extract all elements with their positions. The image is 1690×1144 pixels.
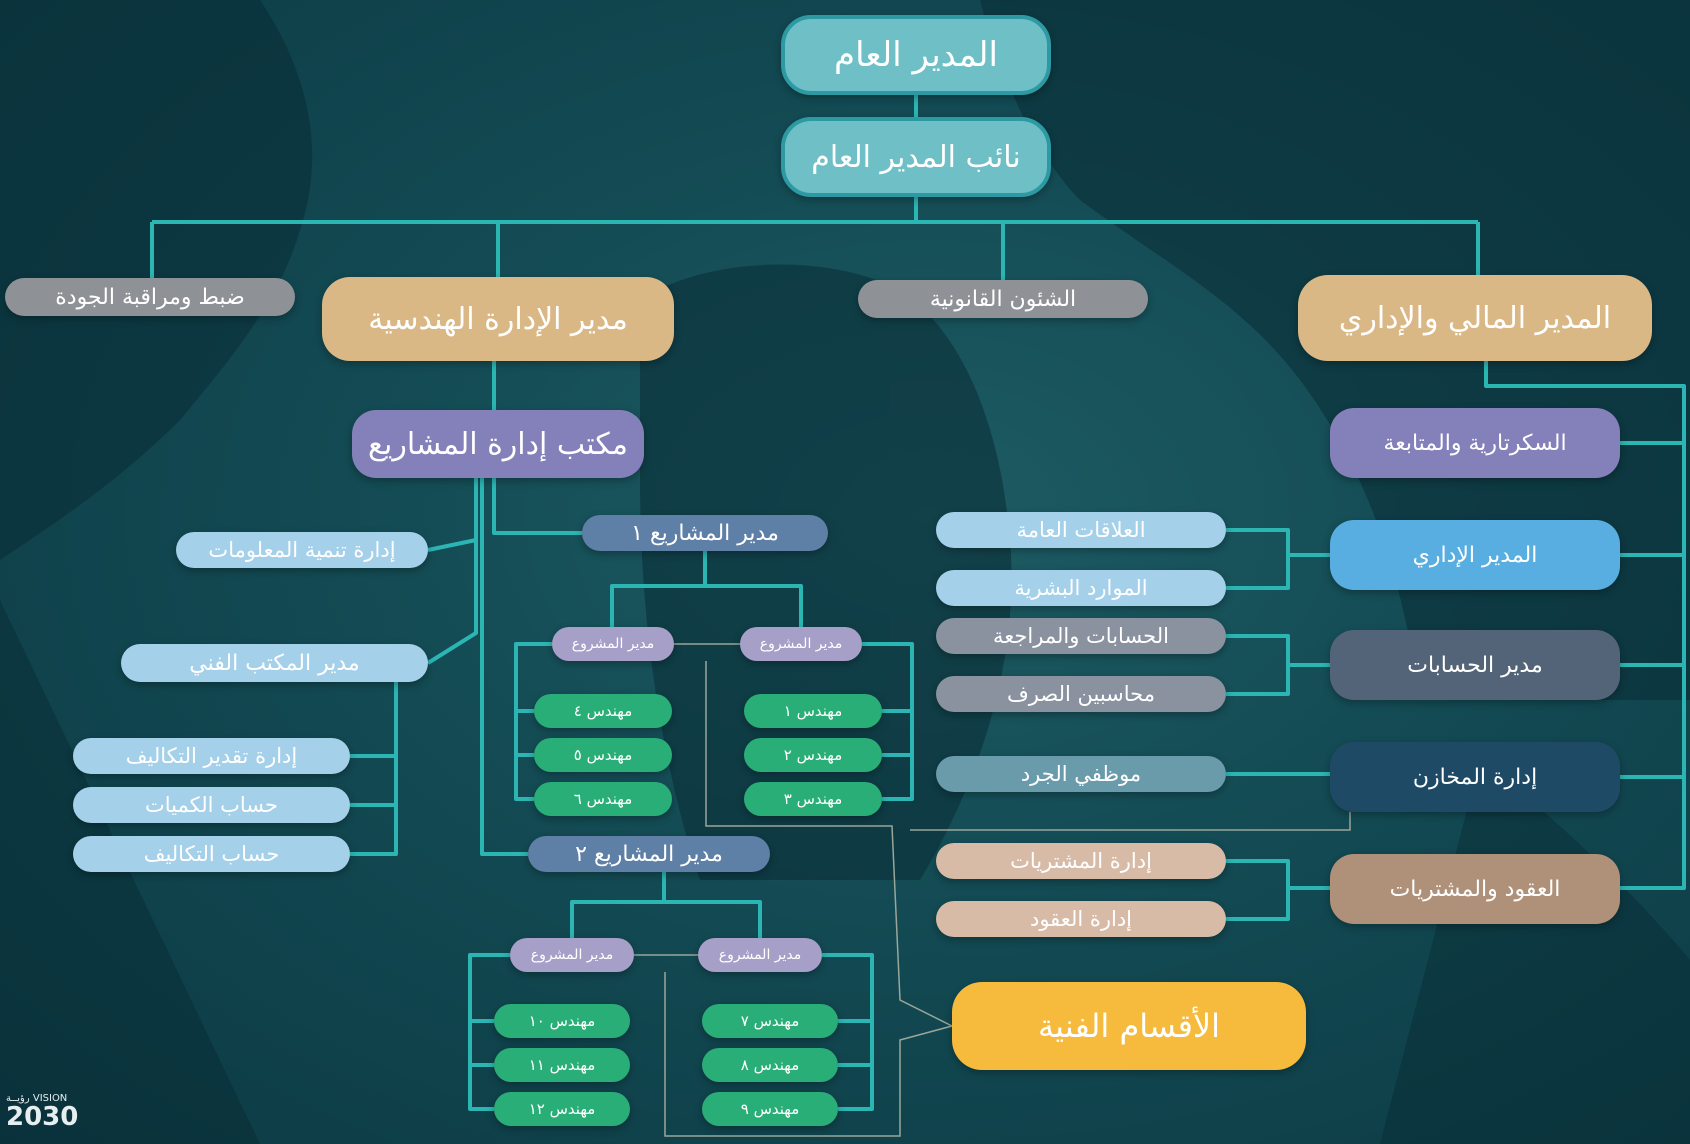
project-manager-box: مدير المشروع [740,627,862,661]
connector-line [468,953,510,1111]
connector-line [492,478,582,535]
engineer-6-box: مهندس ٦ [534,782,672,816]
contracts-management-box: إدارة العقود [936,901,1226,937]
contracts-purchasing-box: العقود والمشتريات [1330,854,1620,924]
human-resources-box: الموارد البشرية [936,570,1226,606]
engineer-11-box: مهندس ١١ [494,1048,630,1082]
project-manager-box: مدير المشروع [552,627,674,661]
connector-line [426,478,478,665]
connector-line [1226,634,1290,696]
deputy-general-manager-box: نائب المدير العام [781,117,1051,197]
engineering-manager-box: مدير الإدارة الهندسية [322,277,674,361]
connector-line [570,872,666,938]
quantity-calc-box: حساب الكميات [73,787,350,823]
engineer-4-box: مهندس ٤ [534,694,672,728]
finance-admin-manager-box: المدير المالي والإداري [1298,275,1652,361]
connector-line [1226,859,1290,921]
engineer-10-box: مهندس ١٠ [494,1004,630,1038]
inventory-staff-box: موظفي الجرد [936,756,1226,792]
technical-departments-box: الأقسام الفنية [952,982,1306,1070]
purchasing-management-box: إدارة المشتريات [936,843,1226,879]
project-manager-box: مدير المشروع [698,938,822,972]
connector-line-thin [664,972,953,1137]
accounts-manager-box: مدير الحسابات [1330,630,1620,700]
accounts-audit-box: الحسابات والمراجعة [936,618,1226,654]
public-relations-box: العلاقات العامة [936,512,1226,548]
connector-line [862,642,914,801]
vision-logo-line2: 2030 [6,1102,79,1132]
general-manager-box: المدير العام [781,15,1051,95]
engineer-7-box: مهندس ٧ [702,1004,838,1038]
vision-2030-logo: رؤيــة VISION 2030 [6,1093,79,1132]
connector-line [350,682,398,856]
connector-line [427,538,477,552]
connector-line-thin [705,661,953,1027]
secretary-followup-box: السكرتارية والمتابعة [1330,408,1620,478]
connector-line [1226,528,1290,590]
engineer-9-box: مهندس ٩ [702,1092,838,1126]
connector-line-thin [910,812,1351,831]
pmo-box: مكتب إدارة المشاريع [352,410,644,478]
projects-manager-2-box: مدير المشاريع ٢ [528,836,770,872]
cost-estimation-box: إدارة تقدير التكاليف [73,738,350,774]
vision-logo-line1: رؤيــة VISION [6,1093,68,1104]
connector-line [705,584,803,627]
cost-calc-box: حساب التكاليف [73,836,350,872]
engineer-3-box: مهندس ٣ [744,782,882,816]
connector-line [822,953,874,1111]
info-development-box: إدارة تنمية المعلومات [176,532,428,568]
connector-line [664,900,762,938]
quality-control-box: ضبط ومراقبة الجودة [5,278,295,316]
technical-office-manager-box: مدير المكتب الفني [121,644,428,682]
projects-manager-1-box: مدير المشاريع ١ [582,515,828,551]
connector-line [480,478,528,856]
project-manager-box: مدير المشروع [510,938,634,972]
engineer-5-box: مهندس ٥ [534,738,672,772]
admin-manager-box: المدير الإداري [1330,520,1620,590]
warehouse-management-box: إدارة المخازن [1330,742,1620,812]
engineer-8-box: مهندس ٨ [702,1048,838,1082]
disbursement-accountants-box: محاسبين الصرف [936,676,1226,712]
connector-line [514,642,552,801]
connector-line [610,551,707,627]
legal-affairs-box: الشئون القانونية [858,280,1148,318]
engineer-12-box: مهندس ١٢ [494,1092,630,1126]
engineer-1-box: مهندس ١ [744,694,882,728]
engineer-2-box: مهندس ٢ [744,738,882,772]
connector-line [1484,361,1686,890]
